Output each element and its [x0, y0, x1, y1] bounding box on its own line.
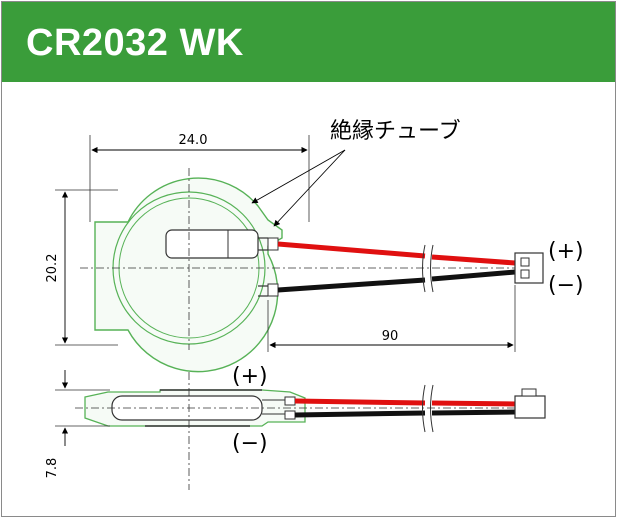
top-view: 24.0 20.2 90 絶縁チューブ (+) (−) [45, 119, 584, 373]
lead-length-dimension: 90 [382, 329, 399, 344]
side-positive-label: (+) [232, 364, 268, 389]
top-negative-label: (−) [548, 273, 584, 298]
side-view: 7.8 (+) (−) [45, 364, 546, 490]
side-negative-label: (−) [232, 431, 268, 456]
callout-arrow-2 [273, 149, 346, 227]
negative-wire-far [431, 269, 516, 282]
height-dimension: 20.2 [45, 254, 60, 283]
thickness-dimension: 7.8 [45, 458, 60, 479]
positive-wire [277, 241, 426, 259]
positive-wire-far [431, 254, 516, 266]
side-positive-wire [294, 398, 426, 406]
top-positive-label: (+) [548, 239, 584, 264]
title-banner: CR2032 WK [2, 2, 615, 82]
side-negative-wire [294, 410, 426, 418]
connector-side [514, 395, 546, 419]
negative-wire [277, 277, 426, 293]
width-dimension: 24.0 [179, 133, 208, 148]
product-title: CR2032 WK [26, 22, 244, 64]
insulation-tube-label: 絶縁チューブ [330, 119, 461, 144]
positive-tab [165, 229, 259, 259]
callout-arrow-1 [251, 149, 346, 204]
insulation-tube-outline [94, 177, 283, 373]
